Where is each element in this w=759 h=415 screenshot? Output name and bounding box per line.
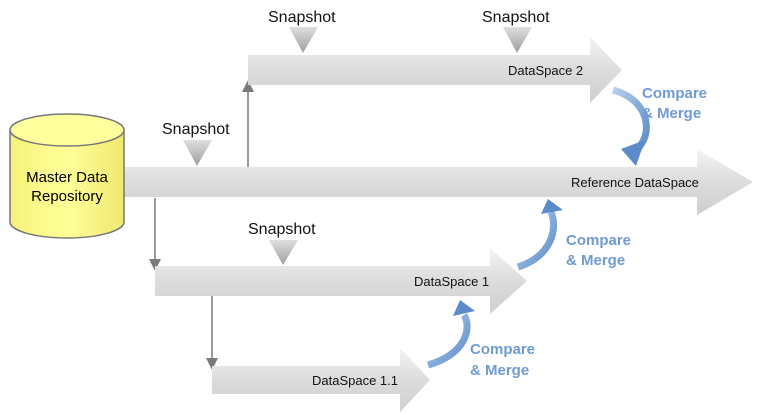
snapshot-label-reference: Snapshot xyxy=(162,121,230,138)
repository-label-line1: Master Data xyxy=(26,169,108,186)
snapshot-label-ds1: Snapshot xyxy=(248,221,316,238)
merge-label-ds11-line1: Compare xyxy=(470,341,535,358)
merge-label-ds11-line2: & Merge xyxy=(470,362,529,379)
merge-arrow-ds2 xyxy=(611,86,650,166)
snapshot-marker-top-left xyxy=(289,27,318,53)
snapshot-marker-top-right xyxy=(503,27,532,53)
merge-label-ds2-line1: Compare xyxy=(642,85,707,102)
merge-label-ds2-line2: & Merge xyxy=(642,105,701,122)
dataspace-2-label: DataSpace 2 xyxy=(508,63,583,78)
merge-arrow-ds1 xyxy=(516,199,563,271)
dataspace-1-label: DataSpace 1 xyxy=(414,274,489,289)
snapshot-marker-ds1 xyxy=(269,240,298,265)
merge-label-ds1-line2: & Merge xyxy=(566,252,625,269)
dataspace-2-arrow xyxy=(248,37,622,103)
dataspace-1-arrow xyxy=(155,248,527,314)
snapshot-marker-reference xyxy=(183,140,212,166)
snapshot-label-top-left: Snapshot xyxy=(268,9,336,26)
dataspace-1-1-arrow xyxy=(212,348,430,412)
snapshot-label-top-right: Snapshot xyxy=(482,9,550,26)
dataspace-1-1-label: DataSpace 1.1 xyxy=(312,373,398,388)
reference-dataspace-arrow xyxy=(110,149,753,215)
merge-arrow-ds11 xyxy=(426,300,475,369)
reference-dataspace-label: Reference DataSpace xyxy=(571,175,699,190)
repository-label-line2: Repository xyxy=(31,188,103,205)
merge-label-ds1-line1: Compare xyxy=(566,232,631,249)
master-data-repository: Master Data Repository xyxy=(9,113,125,239)
